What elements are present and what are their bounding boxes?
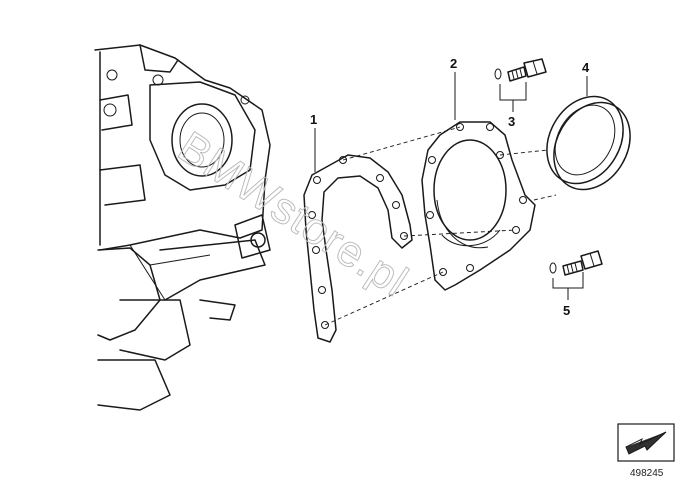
bolt-part-5	[549, 250, 603, 276]
engine-block	[94, 44, 271, 411]
callout-2: 2	[450, 56, 457, 71]
assembly-lines	[324, 126, 557, 326]
shaft-seal-part-4	[546, 95, 631, 191]
callout-leaders	[314, 72, 588, 300]
callout-4: 4	[582, 60, 590, 75]
seal-cover-part-2	[421, 121, 536, 291]
callout-5: 5	[563, 303, 570, 318]
arrow-icon[interactable]	[617, 423, 675, 462]
gasket-part-1	[303, 154, 413, 343]
bolt-part-3	[494, 58, 547, 82]
callout-1: 1	[310, 112, 317, 127]
diagram-number: 498245	[630, 468, 664, 479]
callout-3: 3	[508, 114, 515, 129]
